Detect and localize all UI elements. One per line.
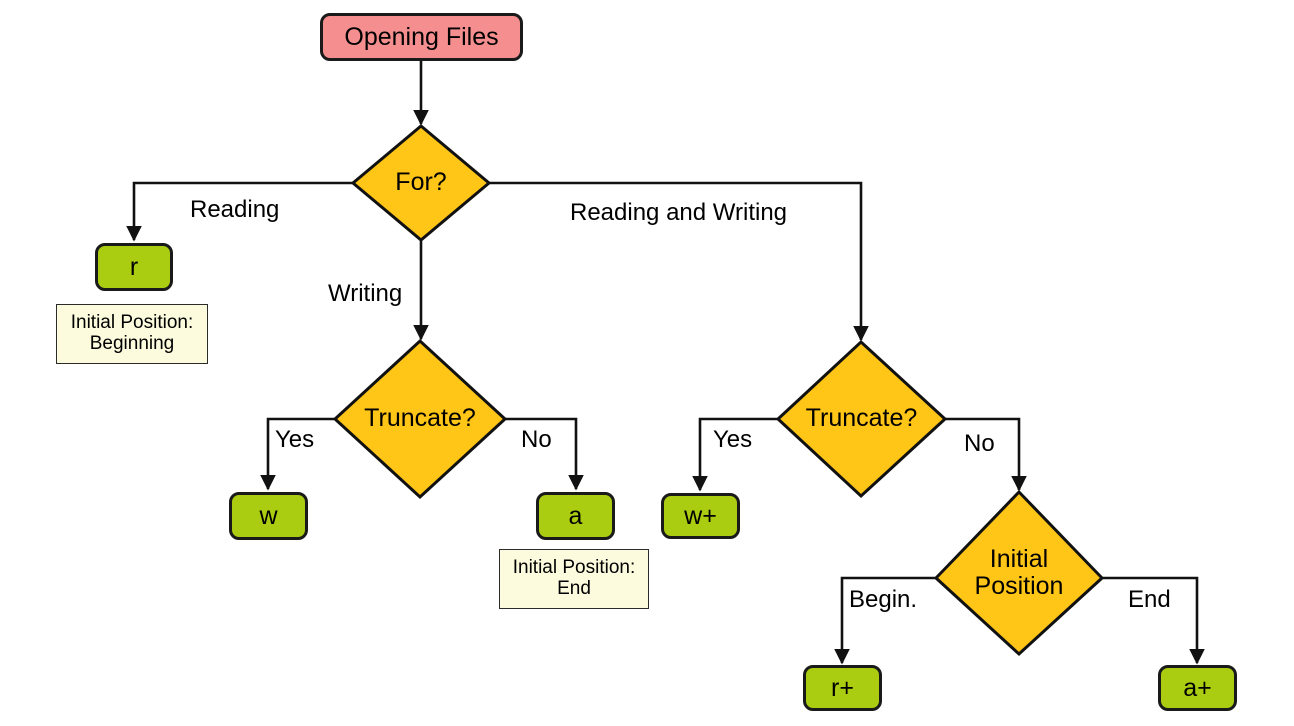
node-truncate-rw-decision[interactable]: Truncate?: [778, 342, 945, 496]
note-initial-position-end-line2: End: [557, 578, 591, 599]
node-truncate-rw-label: Truncate?: [805, 404, 918, 433]
edge-label-reading-and-writing: Reading and Writing: [570, 199, 788, 226]
node-for-decision[interactable]: For?: [353, 126, 489, 240]
decision-initial-position-shape: [933, 489, 1105, 657]
note-initial-position-end-line1: Initial Position:: [512, 557, 636, 579]
decision-truncate-rw-shape: [775, 339, 948, 499]
note-initial-position-beginning-line2: Beginning: [89, 333, 175, 354]
node-mode-wplus[interactable]: w+: [661, 493, 740, 539]
edge-label-truncate-write-no: No: [521, 426, 552, 453]
edge-label-truncate-write-yes: Yes: [275, 426, 315, 453]
node-mode-rplus-label: r+: [831, 673, 854, 702]
node-initial-position-line1: Initial: [989, 544, 1049, 573]
node-mode-w[interactable]: w: [229, 492, 308, 540]
edge-truncate-rw-no-to-position: [945, 417, 1027, 492]
edge-for-to-r: [126, 181, 353, 242]
note-initial-position-end: Initial Position: End: [499, 549, 649, 609]
node-mode-r[interactable]: r: [95, 243, 173, 291]
node-opening-files[interactable]: Opening Files: [320, 13, 523, 61]
node-for-label: For?: [395, 168, 447, 197]
node-mode-rplus[interactable]: r+: [803, 665, 882, 711]
node-initial-position-label: Initial Position: [936, 492, 1102, 654]
node-mode-wplus-label: w+: [684, 501, 717, 530]
node-initial-position-decision[interactable]: Initial Position: [936, 492, 1102, 654]
edge-truncate-rw-yes-to-wplus: [692, 417, 778, 492]
decision-truncate-write-shape: [332, 338, 508, 500]
edge-truncate-write-yes-to-w: [260, 417, 335, 491]
edge-position-begin-to-rplus: [834, 576, 936, 665]
edge-position-end-to-aplus: [1102, 576, 1205, 665]
edge-label-position-end: End: [1128, 586, 1171, 613]
node-initial-position-line2: Position: [974, 572, 1064, 600]
node-truncate-write-label: Truncate?: [364, 404, 476, 433]
edge-label-truncate-rw-no: No: [964, 430, 995, 457]
edge-label-reading: Reading: [190, 196, 280, 223]
node-mode-aplus-label: a+: [1183, 673, 1212, 702]
node-mode-r-label: r: [129, 252, 139, 281]
note-initial-position-beginning: Initial Position: Beginning: [56, 304, 208, 364]
edge-truncate-write-no-to-a: [505, 417, 584, 491]
node-truncate-write-decision[interactable]: Truncate?: [335, 341, 505, 497]
note-initial-position-beginning-line1: Initial Position:: [70, 312, 194, 334]
decision-for-shape: [350, 124, 492, 242]
edge-for-to-truncate-rw: [489, 181, 869, 342]
node-opening-files-label: Opening Files: [344, 22, 499, 51]
edge-label-writing: Writing: [328, 280, 403, 307]
node-mode-a[interactable]: a: [536, 492, 615, 540]
edge-label-position-begin: Begin.: [849, 586, 918, 613]
node-mode-w-label: w: [259, 501, 278, 530]
edge-label-truncate-rw-yes: Yes: [713, 426, 753, 453]
node-mode-a-label: a: [568, 501, 583, 530]
node-mode-aplus[interactable]: a+: [1158, 665, 1237, 711]
